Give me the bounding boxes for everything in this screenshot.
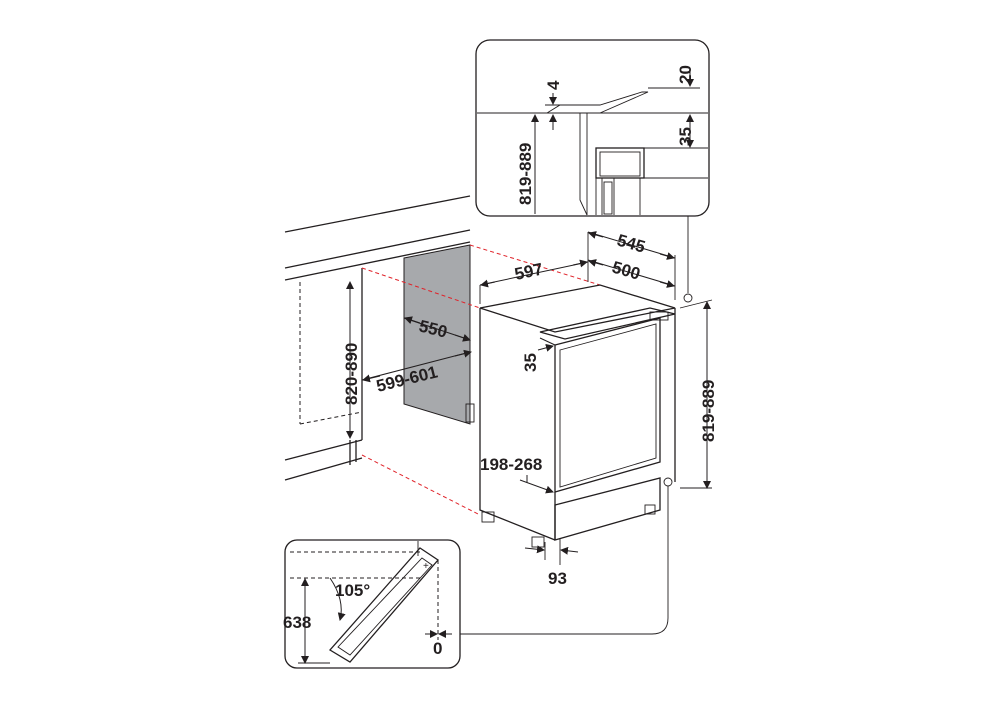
dim-door-offset-arrow [537, 343, 554, 352]
label-niche-height: 820-890 [342, 343, 361, 405]
plinth-line-2 [284, 457, 363, 481]
bottom-leader-point [663, 477, 673, 487]
appliance-door-inner [559, 323, 657, 488]
label-inset-plinth: 35 [676, 127, 695, 146]
label-depth-total: 545 [615, 231, 648, 257]
label-inset-gap: 4 [544, 80, 563, 90]
foot-left [481, 511, 495, 523]
guide-red-top-2 [469, 244, 601, 286]
bottom-leader [460, 486, 669, 635]
door-inset-hinge-cross: + [423, 561, 429, 572]
label-plinth-depth: 93 [548, 569, 567, 588]
door-handle-bar [539, 307, 676, 340]
inset-appliance-top [595, 147, 645, 179]
label-door-angle: 105° [335, 581, 370, 600]
dim-depth-total-arrow-l [588, 231, 604, 239]
top-detail-inset: 4 20 35 819-889 [475, 39, 710, 217]
dim-plinth-depth-arrow-l [524, 545, 545, 554]
worktop-back-edge [284, 195, 471, 233]
label-door-offset: 35 [521, 353, 540, 372]
inset-leader-point [683, 293, 693, 303]
niche-bracket [465, 403, 475, 423]
inset-frame [475, 39, 710, 217]
label-inset-height: 819-889 [516, 143, 535, 205]
worktop-front-top [284, 229, 471, 269]
label-appliance-height: 819-889 [699, 380, 718, 442]
dim-niche-depth-arrow-l [404, 316, 421, 325]
door-handle-cap [649, 311, 669, 321]
appliance-door [554, 317, 661, 493]
dim-width-line [479, 261, 589, 286]
label-plinth-range: 198-268 [480, 455, 542, 474]
dim-door-offset-ext [539, 337, 556, 346]
dim-depth-body-arrow-l [588, 259, 604, 267]
label-door-height: 638 [283, 613, 311, 632]
dim-niche-width-arrow-r [454, 349, 472, 358]
appliance: 545 500 597 35 819-889 198-268 93 [479, 231, 718, 588]
dim-niche-depth-arrow-r [454, 333, 471, 342]
cabinet-bottom-dash [299, 411, 363, 425]
dim-niche-width-line [361, 351, 471, 381]
door-inset-frame [284, 539, 461, 669]
guide-red-bottom [361, 454, 481, 516]
dim-width-arrow-r [572, 259, 588, 268]
plinth-line-1 [284, 439, 363, 461]
worktop-front-bottom [284, 241, 471, 281]
dim-niche-width-arrow-l [362, 374, 381, 383]
foot-right [644, 504, 656, 515]
inset-appliance-top-inner [599, 151, 641, 177]
label-door-clearance: 0 [433, 639, 442, 658]
dim-plinth-range-arrow [519, 479, 554, 494]
dim-depth-total-arrow-r [659, 252, 675, 260]
label-width: 597 [513, 259, 545, 283]
door-inset-panel-inner [337, 557, 433, 656]
inset-door-handle [603, 181, 613, 215]
kitchen-cabinet: 820-890 599-601 550 [284, 195, 601, 516]
dim-plinth-depth-arrow-r [560, 546, 579, 555]
dim-depth-body-arrow-r [659, 280, 675, 288]
niche-side-panel [403, 244, 471, 425]
inset-worktop-edge [546, 91, 649, 114]
door-angle-arc [329, 577, 346, 621]
dim-width-arrow-l [480, 279, 496, 288]
foot-front [531, 536, 545, 548]
door-inset-panel [328, 547, 439, 663]
appliance-side [479, 308, 556, 541]
label-inset-lip: 20 [676, 65, 695, 84]
inset-cabinet-side [579, 113, 588, 216]
label-depth-body: 500 [610, 258, 643, 284]
door-opening-inset: + 105° 638 0 [283, 539, 461, 669]
